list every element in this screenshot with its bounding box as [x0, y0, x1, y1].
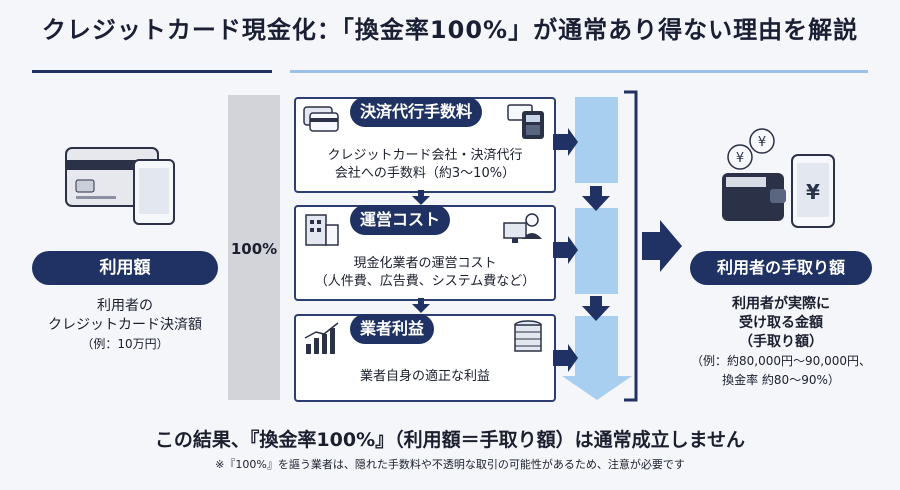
fee-right-arrow: [553, 128, 578, 156]
operating-cost-desc-line-1: 現金化業者の運営コスト: [353, 256, 497, 271]
operating-cost-box: 運営コスト 現金化業者の運営コスト （人件費、広告費、システム費など）: [294, 205, 556, 301]
credit-card-phone-icon: [65, 147, 175, 225]
take-home-desc-line-4: （例：約80,000円〜90,000円、: [691, 354, 871, 368]
profit-label-pill: 業者利益: [350, 314, 435, 344]
payment-terminal-icon: [507, 104, 544, 139]
profit-box: 業者利益 業者自身の適正な利益: [294, 314, 556, 402]
profit-desc-line-1: 業者自身の適正な利益: [359, 369, 490, 384]
svg-text:¥: ¥: [736, 151, 744, 166]
profit-right-arrow: [553, 344, 578, 372]
fee-desc-line-1: クレジットカード会社・決済代行: [327, 148, 523, 163]
operating-cost-column: [575, 208, 618, 294]
profit-column: [575, 316, 618, 376]
take-home-desc-line-5: 換金率 約80〜90%）: [722, 373, 840, 387]
box-down-arrow-1: [412, 190, 430, 205]
take-home-desc-line-2: 受け取る金額: [739, 315, 823, 331]
fee-desc-line-2: 会社への手数料（約3〜10%）: [334, 166, 516, 181]
profit-column-tip: [562, 376, 632, 400]
take-home-desc-line-1: 利用者が実際に: [732, 296, 830, 312]
title-underline-dark: [32, 70, 272, 73]
operating-cost-desc-line-2: （人件費、広告費、システム費など）: [314, 274, 536, 289]
usage-amount-pill: 利用額: [32, 251, 218, 285]
operating-cost-right-arrow: [553, 236, 578, 264]
growth-chart-icon: [304, 322, 339, 354]
usage-desc-line-2: クレジットカード決済額: [48, 317, 202, 333]
bracket: [624, 90, 638, 402]
fee-column: [575, 97, 618, 183]
wallet-yen-phone-icon: ¥ ¥ ¥: [722, 128, 835, 228]
full-amount-label: 100%: [230, 240, 278, 258]
title-underline-light: [290, 70, 868, 73]
staff-computer-icon: [503, 213, 542, 243]
coin-stack-icon: [514, 320, 542, 352]
svg-text:¥: ¥: [806, 180, 820, 204]
take-home-pill: 利用者の手取り額: [690, 251, 872, 285]
operating-cost-label-pill: 運営コスト: [350, 205, 451, 235]
usage-desc-line-3: （例：10万円）: [81, 337, 169, 351]
conclusion-text: この結果、『換金率100%』（利用額＝手取り額）は通常成立しません: [154, 429, 746, 451]
column-down-arrow-1: [582, 186, 610, 211]
svg-text:¥: ¥: [758, 135, 766, 150]
full-amount-bar: [228, 95, 280, 400]
usage-desc-line-1: 利用者の: [97, 298, 153, 314]
take-home-desc-line-3: （手取り額）: [739, 334, 823, 350]
warning-note: ※『100%』を謳う業者は、隠れた手数料や不透明な取引の可能性があるため、注意が…: [215, 458, 685, 471]
result-arrow: [642, 220, 682, 272]
page-title: クレジットカード現金化：「換金率100%」が通常あり得ない理由を解説: [41, 16, 859, 44]
fee-box: 決済代行手数料 クレジットカード会社・決済代行 会社への手数料（約3〜10%）: [294, 97, 556, 193]
fee-label-pill: 決済代行手数料: [350, 97, 483, 127]
column-down-arrow-2: [582, 296, 610, 321]
box-down-arrow-2: [412, 298, 430, 313]
cards-icon: [303, 106, 339, 132]
office-building-icon: [305, 214, 339, 246]
